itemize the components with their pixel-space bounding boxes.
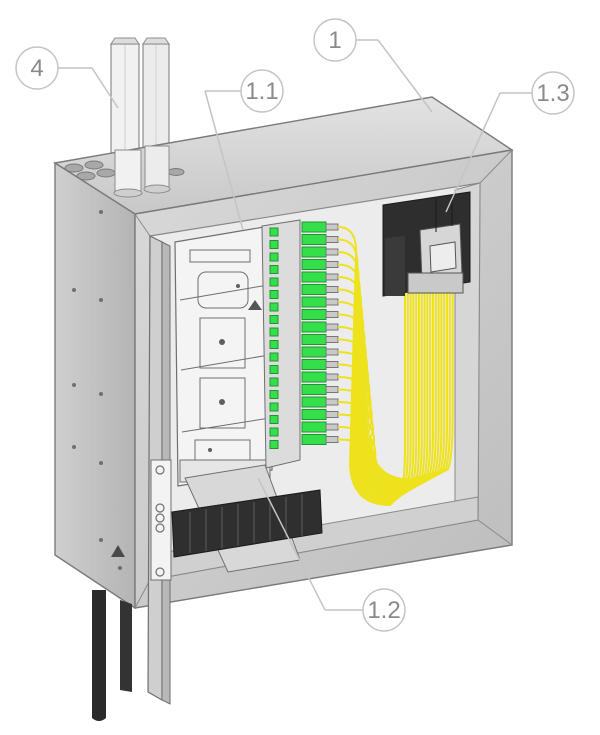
- adapter-left: [269, 440, 279, 449]
- fiber-pigtail: [337, 263, 415, 502]
- fiber-pigtail: [337, 292, 432, 493]
- adapter-left: [269, 377, 279, 387]
- connector-boot: [325, 336, 339, 343]
- sc-connector: [301, 284, 327, 295]
- sc-connector: [301, 246, 327, 258]
- adapter-left: [269, 365, 279, 374]
- sc-connector: [301, 259, 327, 270]
- connector-boot: [325, 248, 339, 256]
- adapter-left: [269, 415, 279, 424]
- door-hinge-icon: [155, 465, 165, 577]
- adapter-left: [269, 402, 279, 412]
- adapter-left: [269, 277, 279, 287]
- fiber-pigtail: [337, 292, 429, 495]
- fiber-pigtail: [337, 292, 454, 481]
- sc-connector: [301, 296, 327, 308]
- sc-connector: [301, 409, 327, 420]
- connector-boot: [325, 398, 339, 406]
- connector-boot: [325, 361, 339, 368]
- callout-1-1: 1.1: [204, 69, 284, 231]
- connector-boot: [325, 298, 339, 306]
- adapter-left: [269, 390, 279, 399]
- fiber-pigtail: [337, 288, 420, 499]
- connector-boot: [325, 348, 339, 356]
- adapter-left: [269, 252, 279, 262]
- fiber-pigtail: [337, 226, 406, 507]
- sc-connector: [301, 334, 327, 345]
- enclosure-door: [147, 235, 172, 705]
- connector-boot: [325, 311, 339, 318]
- fiber-pigtail: [337, 292, 448, 484]
- fiber-pigtail: [337, 292, 443, 487]
- connector-boot: [325, 223, 339, 231]
- sc-connector: [301, 434, 327, 445]
- sc-connector: [301, 346, 327, 358]
- sc-connector: [301, 309, 327, 320]
- fiber-pigtail: [337, 292, 423, 498]
- connector-boot: [325, 373, 339, 381]
- sc-connector: [301, 234, 327, 245]
- adapter-left: [269, 340, 279, 349]
- connector-boot: [325, 386, 339, 393]
- fiber-pigtail: [337, 292, 440, 489]
- callout-1-label: 1: [328, 27, 341, 54]
- fiber-pigtail: [337, 292, 434, 492]
- sc-connector: [301, 421, 327, 433]
- sc-connector: [301, 384, 327, 395]
- callout-4: 4: [15, 46, 119, 109]
- fiber-pigtail: [337, 292, 446, 486]
- connector-boot: [325, 273, 339, 281]
- callout-1: 1: [313, 18, 433, 113]
- callout-1-1-label: 1.1: [245, 78, 278, 105]
- connector-boot: [325, 411, 339, 418]
- callout-1-3: 1.3: [445, 71, 575, 213]
- connector-boot: [325, 286, 339, 293]
- side-rivets: [72, 210, 122, 570]
- adapter-left: [269, 290, 279, 299]
- fiber-pigtail: [337, 238, 409, 505]
- adapter-left: [269, 327, 279, 337]
- fiber-pigtail: [337, 276, 418, 501]
- connector-boot: [325, 261, 339, 268]
- adapter-left: [269, 240, 279, 249]
- connector-boot: [325, 323, 339, 331]
- sc-connector: [301, 396, 327, 408]
- adapter-left: [269, 315, 279, 324]
- enclosure-left-side: [54, 161, 136, 610]
- sc-connector: [301, 321, 327, 333]
- connector-boot: [325, 436, 339, 443]
- fiber-pigtail: [337, 251, 412, 504]
- callouts: 1 1.1 1.3 1.2 4: [15, 18, 575, 632]
- sc-connector: [301, 271, 327, 283]
- cable-comb: [171, 489, 323, 558]
- adapter-left: [269, 302, 279, 312]
- cables-entry: [113, 145, 171, 198]
- fiber-pigtail: [337, 292, 451, 483]
- drop-cables: [92, 590, 132, 721]
- connector-boot: [325, 423, 339, 431]
- adapter-left: [269, 227, 279, 237]
- callout-1-2-label: 1.2: [367, 597, 400, 624]
- adapter-left: [269, 427, 279, 437]
- fiber-pigtail: [337, 292, 437, 490]
- top-knockouts: [64, 160, 185, 181]
- sc-connector: [301, 359, 327, 370]
- adapter-left: [269, 265, 279, 274]
- callout-1-2: 1.2: [257, 477, 406, 632]
- sc-connector: [301, 371, 327, 383]
- fiber-bundle: [337, 226, 454, 507]
- adapter-panel: [261, 219, 339, 469]
- connector-boot: [325, 236, 339, 243]
- fiber-pigtail: [337, 292, 426, 496]
- callout-1-3-label: 1.3: [536, 80, 569, 107]
- sc-connector: [301, 221, 327, 233]
- callout-4-label: 4: [30, 55, 43, 82]
- warning-label-icon: [111, 545, 125, 557]
- adapter-left: [269, 352, 279, 362]
- cable-clamp-block: [382, 191, 471, 297]
